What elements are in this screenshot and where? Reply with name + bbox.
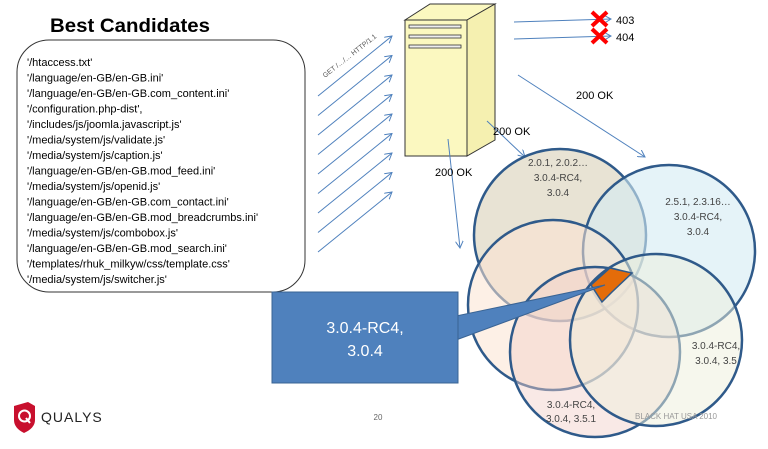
venn-diagram [466,147,757,439]
candidate-item: '/language/en-GB/en-GB.mod_feed.ini' [27,166,215,178]
request-arrow [317,36,392,97]
callout-line-2: 3.0.4 [347,343,383,360]
event-label: BLACK HAT USA 2010 [635,412,718,421]
request-arrow [317,95,392,155]
candidate-item: '/language/en-GB/en-GB.mod_breadcrumbs.i… [27,212,258,224]
candidate-item: '/configuration.php-dist', [27,104,143,116]
request-arrow [317,114,392,175]
candidate-item: '/media/system/js/validate.js' [27,135,165,147]
page-number: 20 [374,413,383,422]
server-icon [403,3,497,157]
request-arrow [317,75,392,136]
callout-line-1: 3.0.4-RC4, [326,320,403,337]
set-top-label: 3.0.4 [547,188,570,199]
candidate-item: '/language/en-GB/en-GB.com_contact.ini' [27,197,229,209]
candidates-list: '/htaccess.txt' '/language/en-GB/en-GB.in… [27,57,258,286]
logo-text: QUALYS [41,409,103,425]
candidate-item: '/media/system/js/caption.js' [27,150,163,162]
request-arrow [317,134,392,194]
status-404: 404 [616,32,634,44]
set-right [568,252,744,428]
set-bottom-label: 3.0.4, 3.5.1 [546,414,596,425]
status-403: 403 [616,15,634,27]
request-arrow [317,192,392,253]
request-arrow [317,56,392,116]
x-mark-icon [590,10,609,45]
set-right-label: 3.0.4-RC4, [692,341,740,352]
request-arrows [317,36,392,253]
status-200-left: 200 OK [435,167,473,179]
callout: 3.0.4-RC4, 3.0.4 [271,284,606,384]
qualys-logo: QUALYS [14,402,103,433]
candidate-item: '/language/en-GB/en-GB.mod_search.ini' [27,243,227,255]
set-right-label: 3.0.4, 3.5 [695,356,737,367]
intersection-highlight [590,267,634,304]
request-arrow [317,153,392,214]
candidate-item: '/media/system/js/openid.js' [27,181,160,193]
set-blue-label: 3.0.4-RC4, [674,212,722,223]
candidate-item: '/templates/rhuk_milkyw/css/template.css… [27,259,230,271]
set-blue-label: 3.0.4 [687,227,710,238]
candidate-item: '/language/en-GB/en-GB.ini' [27,73,163,85]
set-top-label: 2.0.1, 2.0.2… [528,158,588,169]
candidate-item: '/media/system/js/combobox.js' [27,228,178,240]
candidate-item: '/htaccess.txt' [27,57,92,69]
request-arrow [317,173,392,233]
response-arrows [447,19,645,248]
request-label: GET /…/… HTTP/1.1 [322,33,378,79]
candidates-box [16,39,306,293]
set-bottom-label: 3.0.4-RC4, [547,400,595,411]
candidate-item: '/includes/js/joomla.javascript.js' [27,119,182,131]
slide-title: Best Candidates [50,16,210,37]
set-blue-label: 2.5.1, 2.3.16… [665,197,731,208]
candidate-item: '/media/system/js/switcher.js' [27,274,167,286]
status-200-mid: 200 OK [493,126,531,138]
candidate-item: '/language/en-GB/en-GB.com_content.ini' [27,88,229,100]
set-top-label: 3.0.4-RC4, [534,173,582,184]
status-200-right: 200 OK [576,90,614,102]
